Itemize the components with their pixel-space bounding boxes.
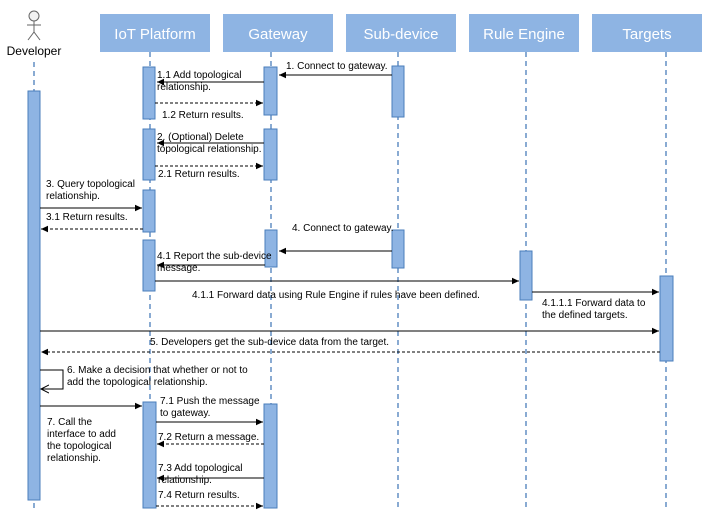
label-m7-1-line-2: to gateway. — [160, 408, 210, 419]
label-m3-1-line-1: 3.1 Return results. — [46, 212, 128, 223]
activation-bars — [27, 65, 674, 509]
actor-gateway-label: Gateway — [248, 26, 308, 43]
actor-targets: Targets — [592, 14, 702, 52]
activation-iot-4 — [142, 239, 156, 292]
actor-rule-engine-label: Rule Engine — [483, 26, 565, 43]
activation-iot-3 — [142, 189, 156, 233]
activation-iot-2 — [142, 128, 156, 181]
label-m2-1: 2.1 Return results. — [158, 169, 240, 180]
label-m4-line-1: 4. Connect to gateway. — [292, 223, 394, 234]
label-m4-1-line-2: message. — [157, 263, 200, 274]
label-m7-1-line-1: 7.1 Push the message — [160, 396, 260, 407]
arrow-m6-self — [40, 369, 64, 389]
developer-stick-figure-icon — [27, 10, 41, 41]
activation-gateway-1 — [263, 66, 278, 116]
activation-subdevice-2 — [391, 229, 405, 269]
label-m5: 5. Developers get the sub-device data fr… — [150, 337, 389, 348]
activation-gateway-4 — [263, 403, 278, 509]
label-m2-line-2: topological relationship. — [157, 144, 262, 155]
actor-targets-label: Targets — [622, 26, 671, 43]
actor-gateway: Gateway — [223, 14, 333, 52]
activation-subdevice-1 — [391, 65, 405, 118]
label-m1: 1. Connect to gateway. — [286, 61, 388, 72]
actor-sub-device: Sub-device — [346, 14, 456, 52]
label-m7-line-1: 7. Call the — [47, 417, 92, 428]
activation-targets — [659, 275, 674, 362]
message-arrows — [40, 71, 660, 510]
actor-iot-platform: IoT Platform — [100, 14, 210, 52]
activation-gateway-3 — [264, 229, 278, 268]
label-m7-line-4: relationship. — [47, 453, 101, 464]
activation-developer — [27, 90, 41, 501]
message-labels: 1. Connect to gateway. 1.1 Add topologic… — [46, 61, 646, 501]
label-m7-3-line-2: relationship. — [158, 475, 212, 486]
activation-iot-1 — [142, 66, 156, 120]
label-m3-line-1: 3. Query topological — [46, 179, 135, 190]
activation-iot-5 — [142, 401, 157, 509]
actor-developer-label: Developer — [7, 44, 62, 58]
label-m4-1-1: 4.1.1 Forward data using Rule Engine if … — [192, 290, 480, 301]
label-m3-1: 3.1 Return results. — [46, 212, 128, 223]
label-m7-line-3: the topological — [47, 441, 112, 452]
label-m4-1-line-1: 4.1 Report the sub-device — [157, 251, 272, 262]
label-m7-2-line-1: 7.2 Return a message. — [158, 432, 259, 443]
label-m6-line-2: add the topological relationship. — [67, 377, 208, 388]
label-m1-line-1: 1. Connect to gateway. — [286, 61, 388, 72]
label-m1-2: 1.2 Return results. — [162, 110, 244, 121]
label-m4-1-1-line-1: 4.1.1 Forward data using Rule Engine if … — [192, 290, 480, 301]
actor-sub-device-label: Sub-device — [363, 26, 438, 43]
label-m4-1-1-1-line-2: the defined targets. — [542, 310, 628, 321]
label-m1-1-line-1: 1.1 Add topological — [157, 70, 242, 81]
label-m6: 6. Make a decision that whether or not t… — [67, 365, 248, 388]
label-m1-2-line-1: 1.2 Return results. — [162, 110, 244, 121]
label-m4: 4. Connect to gateway. — [292, 223, 394, 234]
activation-gateway-2 — [263, 128, 278, 181]
label-m6-line-1: 6. Make a decision that whether or not t… — [67, 365, 248, 376]
label-m4-1-1-1-line-1: 4.1.1.1 Forward data to — [542, 298, 646, 309]
actor-rule-engine: Rule Engine — [469, 14, 579, 52]
actor-iot-platform-label: IoT Platform — [114, 26, 195, 43]
label-m7-2: 7.2 Return a message. — [158, 432, 259, 443]
label-m7-3-line-1: 7.3 Add topological — [158, 463, 243, 474]
label-m2-1-line-1: 2.1 Return results. — [158, 169, 240, 180]
label-m7-line-2: interface to add — [47, 429, 116, 440]
label-m1-1-line-2: relationship. — [157, 82, 211, 93]
label-m3-line-2: relationship. — [46, 191, 100, 202]
activation-rule-engine — [519, 250, 533, 301]
label-m2-line-1: 2. (Optional) Delete — [157, 132, 244, 143]
label-m5-line-1: 5. Developers get the sub-device data fr… — [150, 337, 389, 348]
label-m7-4-line-1: 7.4 Return results. — [158, 490, 240, 501]
label-m7-4: 7.4 Return results. — [158, 490, 240, 501]
